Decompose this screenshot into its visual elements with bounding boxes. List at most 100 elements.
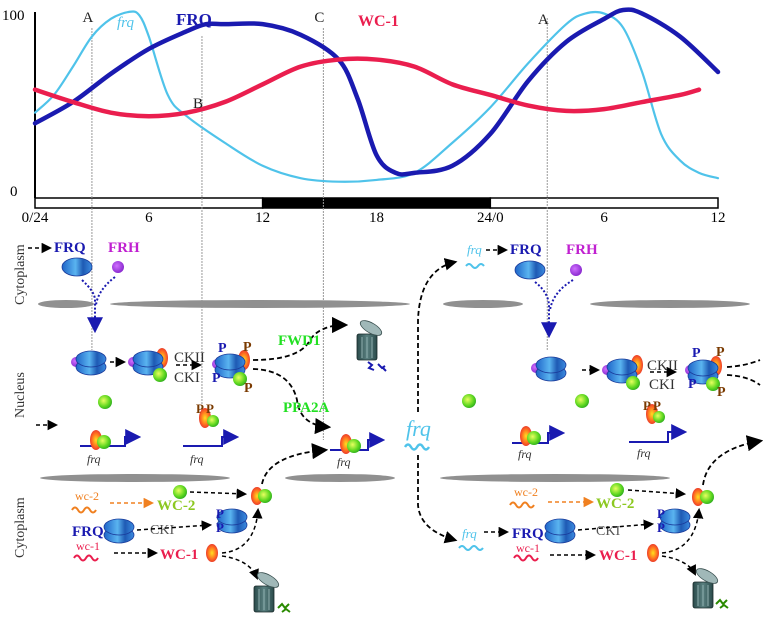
wc1-protein-icon	[206, 544, 218, 562]
x-tick-label: 18	[369, 210, 384, 226]
membrane-top-2	[110, 300, 410, 308]
r-phospho-cyto-p2: P	[657, 520, 665, 535]
gene-3-label: frq	[337, 455, 351, 469]
r-phospho-4: P	[717, 385, 726, 400]
gene-1-label: frq	[87, 452, 101, 466]
wc1-mrna-icon	[73, 554, 99, 562]
r-wcc-wc2-icon	[700, 490, 714, 504]
r-wc2-mrna-label: wc-2	[514, 485, 538, 499]
frq-cyto-icon	[103, 518, 135, 544]
r-phospho-wcc-wc2-icon	[653, 411, 665, 423]
r-phospho-1: P	[692, 346, 701, 361]
frh-entry-arrow	[95, 276, 116, 306]
series-lines	[32, 7, 721, 183]
r-frq-mrna-top-label: frq	[467, 242, 482, 257]
phospho-label-4: P	[244, 381, 253, 396]
r-phospho-wcc-p1: P	[643, 398, 651, 413]
frq-gene-2-promoter	[183, 429, 240, 447]
degraded-wc1-fragments-icon	[277, 602, 291, 613]
r-free-wc2-icon	[462, 394, 476, 408]
x-tick-label: 12	[711, 210, 726, 226]
frq-protein-label: FRQ	[54, 240, 86, 256]
membrane-top-3	[443, 300, 523, 308]
r-wc2-bound-icon	[626, 376, 640, 390]
membrane-top-4	[590, 300, 750, 308]
gene-2-label: frq	[190, 452, 204, 466]
trash-icon-2	[253, 569, 282, 613]
y-tick-label-100: 100	[2, 8, 25, 24]
wc2-mrna-icon	[71, 506, 97, 514]
r-degraded-wc1-fragments-icon	[715, 598, 729, 609]
phase-annotation: B	[193, 96, 203, 112]
wc2-assembly-arrow	[189, 488, 248, 499]
r-wc2-assembly-arrow	[627, 488, 687, 499]
r-frh-icon	[570, 264, 582, 276]
right-cycle-panel: frq FRQ FRH CKII CKI P P P P frq	[458, 242, 763, 609]
r-phospho-3: P	[688, 377, 697, 392]
label-cytoplasm-top: Cytoplasm	[13, 244, 28, 305]
r-frq-mrna-bottom-label: frq	[462, 526, 477, 541]
degraded-fragments-icon	[367, 361, 387, 372]
wcc-wc2-icon	[258, 489, 272, 503]
frq-protein-icon	[61, 257, 93, 277]
wc2-bound-icon	[153, 368, 167, 382]
r-phospho-cyto-p1: P	[657, 506, 665, 521]
mrna-export-down-arrow	[417, 455, 458, 544]
x-tick-label: 0/24	[22, 210, 49, 226]
r-wc1-protein-icon	[647, 544, 659, 562]
wcc-wc2-on-gene-3	[347, 439, 361, 453]
r-frq-gene-2-promoter	[629, 424, 688, 443]
mrna-export-up-arrow	[417, 258, 458, 412]
r-wc2-protein-label: WC-2	[596, 496, 634, 512]
r-phospho-2: P	[716, 345, 725, 360]
phospho-label-2: P	[243, 340, 252, 355]
wcc-import-arrow	[261, 443, 329, 485]
wc2-mrna-label: wc-2	[75, 489, 99, 503]
wc2-bound-icon-2	[233, 372, 247, 386]
phospho-wcc-wc2-icon	[207, 415, 219, 427]
phospho-label-3: P	[212, 371, 221, 386]
wc1-mrna-label: wc-1	[76, 539, 100, 553]
phase-annotation: A	[82, 10, 93, 26]
dephosphorylation-arrow	[252, 368, 332, 435]
r-cki-label: CKI	[649, 377, 675, 393]
phase-annotation: A	[538, 12, 549, 28]
r-phospho-wcc-p2: P	[653, 398, 661, 413]
cki-cyto-arrow	[136, 520, 213, 531]
free-wc2-icon	[98, 395, 112, 409]
r-wcc-wc2-on-gene-1	[527, 431, 541, 445]
frh-icon	[112, 261, 124, 273]
membrane-top-1	[38, 300, 94, 308]
cki-cyto-label: CKI	[150, 523, 174, 538]
r-frq-mrna-top-icon	[465, 263, 485, 269]
phospho-cyto-p2: P	[216, 520, 224, 535]
r-wc1-assembly-arrow	[661, 507, 704, 554]
nuclear-membranes	[38, 300, 750, 482]
label-nucleus: Nucleus	[13, 372, 28, 418]
wc1-protein-label: WC-1	[160, 547, 198, 563]
r-frq-cyto-label: FRQ	[512, 526, 544, 542]
r-frq-mrna-bottom-icon	[458, 545, 484, 551]
fwd1-label: FWD1	[278, 333, 321, 349]
frq-entry-arrow	[81, 279, 103, 334]
membrane-bottom-1	[40, 474, 230, 482]
r-free-wc2-icon-2	[575, 394, 589, 408]
legend-FRQ: FRQ	[176, 10, 212, 29]
wc2-protein-icon	[173, 485, 187, 499]
wc1-degradation-arrow	[221, 555, 259, 580]
x-tick-label: 6	[600, 210, 608, 226]
r-wc1-mrna-label: wc-1	[516, 541, 540, 555]
r-wc1-degradation-arrow	[661, 555, 696, 576]
r-trash-icon	[692, 565, 721, 609]
r-degradation-arrow-stub	[726, 359, 761, 368]
r-wc1-protein-label: WC-1	[599, 548, 637, 564]
phase-guides	[91, 18, 548, 440]
phospho-wcc-p1: P	[196, 401, 204, 416]
frq-cyto-label: FRQ	[72, 524, 104, 540]
legend-WC1: WC-1	[358, 13, 399, 30]
legend-frq: frq	[117, 15, 134, 31]
wc2-protein-label: WC-2	[157, 498, 195, 514]
